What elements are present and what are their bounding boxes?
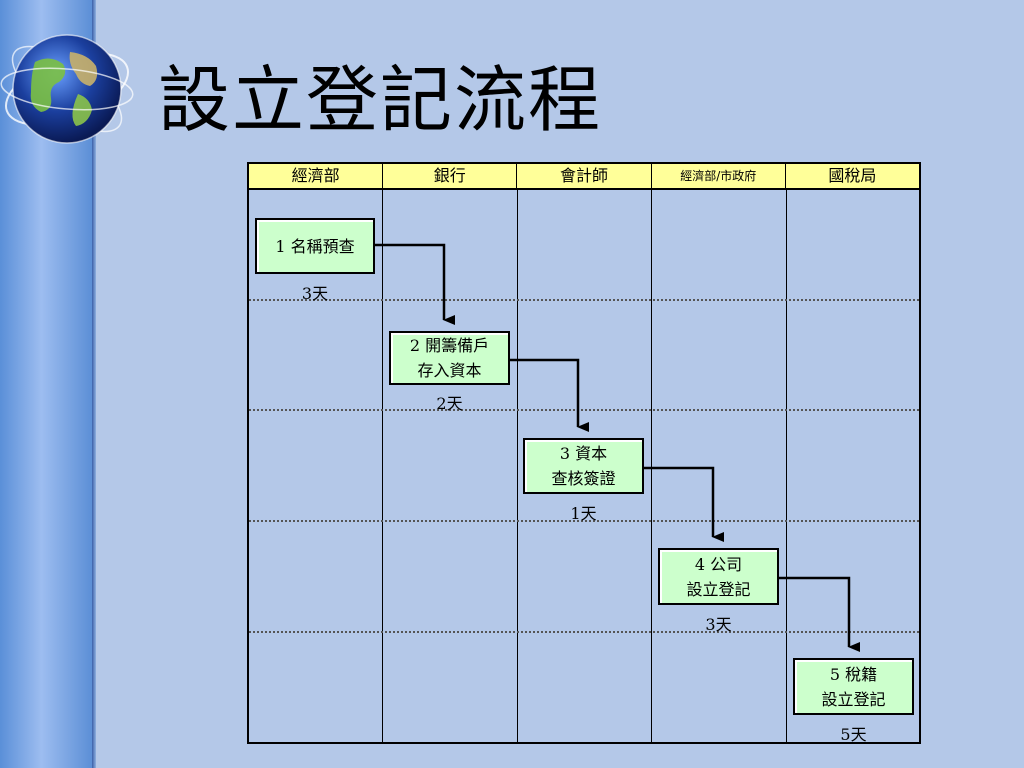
step-4-line1: 4 公司	[694, 554, 743, 574]
column-divider	[651, 190, 652, 743]
step-4-line2: 設立登記	[686, 579, 751, 599]
row-divider	[249, 520, 919, 522]
column-divider	[786, 190, 787, 743]
step-5-box: 5 稅籍 設立登記	[793, 658, 914, 715]
page-title: 設立登記流程	[158, 58, 603, 142]
step-4-days: 3天	[705, 615, 732, 634]
globe-icon	[0, 22, 135, 157]
row-divider	[249, 631, 919, 633]
step-3-line1: 3 資本	[559, 444, 608, 463]
column-divider	[382, 190, 383, 743]
column-header-accountant: 會計師	[517, 164, 652, 188]
row-divider	[249, 299, 919, 301]
column-divider	[517, 190, 518, 743]
step-5-line2: 設立登記	[821, 689, 886, 709]
flow-table: 經濟部 銀行 會計師 經濟部/市政府 國稅局	[247, 162, 921, 744]
flow-grid	[247, 190, 921, 744]
column-header-row: 經濟部 銀行 會計師 經濟部/市政府 國稅局	[247, 162, 921, 190]
column-header-tax-bureau: 國稅局	[828, 166, 877, 185]
step-2-line1: 2 開籌備戶	[409, 336, 490, 355]
step-1-label: 1 名稱預查	[275, 236, 355, 256]
step-5-days: 5天	[840, 725, 867, 744]
step-1-box: 1 名稱預查	[255, 218, 375, 274]
step-3-line2: 查核簽證	[551, 469, 616, 488]
column-header-ministry-city: 經濟部/市政府	[652, 164, 786, 188]
column-header-bank: 銀行	[383, 164, 518, 188]
step-2-box: 2 開籌備戶 存入資本	[389, 331, 510, 385]
step-2-line2: 存入資本	[417, 361, 482, 380]
step-4-box: 4 公司 設立登記	[658, 548, 779, 605]
step-3-days: 1天	[570, 504, 597, 523]
step-1-days: 3天	[301, 284, 329, 303]
step-5-line1: 5 稅籍	[829, 664, 878, 684]
row-divider	[249, 409, 919, 411]
step-3-box: 3 資本 查核簽證	[523, 438, 644, 494]
step-2-days: 2天	[436, 394, 463, 413]
column-header-ministry: 經濟部	[249, 164, 384, 188]
